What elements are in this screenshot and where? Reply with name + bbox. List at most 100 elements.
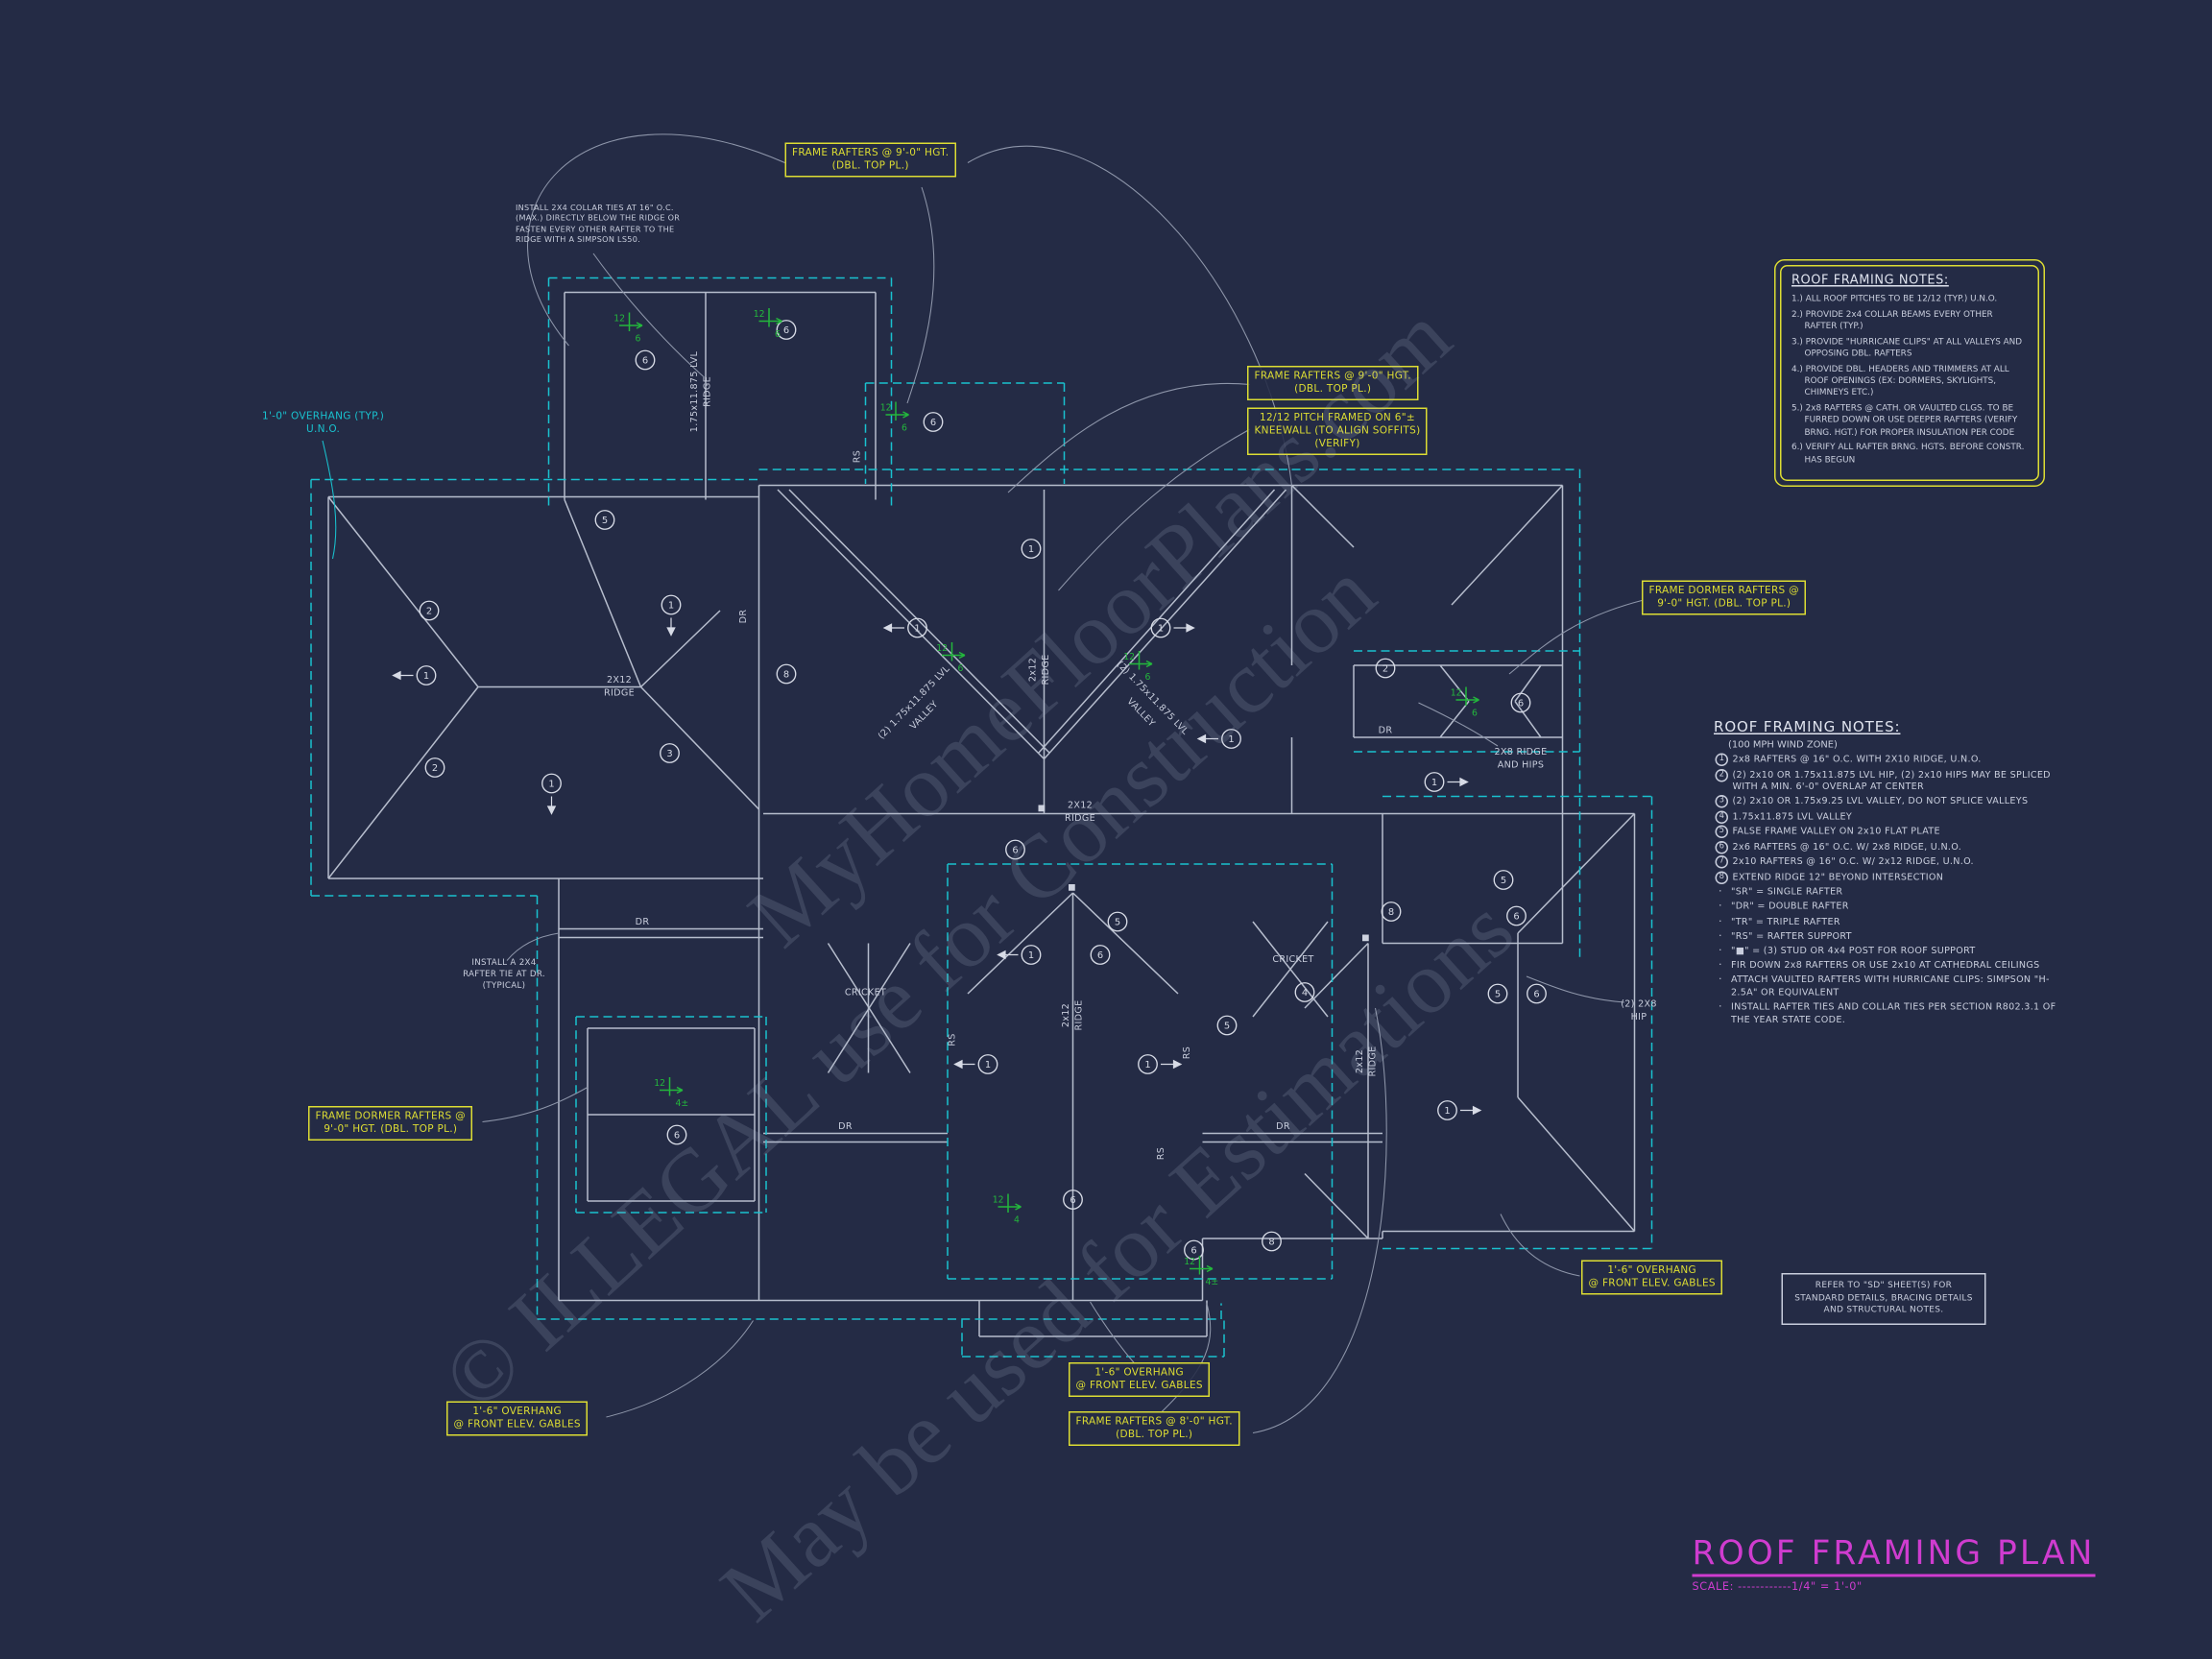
keynote-number: 4	[1715, 810, 1728, 824]
svg-text:6: 6	[902, 423, 907, 434]
svg-text:12: 12	[1123, 652, 1135, 662]
bullet-text: "RS" = RAFTER SUPPORT	[1731, 929, 1852, 942]
rafter-direction-arrow	[882, 623, 904, 633]
note-line: (MAX.) DIRECTLY BELOW THE RIDGE OR	[516, 214, 681, 224]
svg-text:1: 1	[668, 600, 674, 611]
drawing-label: RS	[948, 1033, 958, 1046]
keynote-circle: 8	[1381, 902, 1402, 922]
pitch-marker: 124±	[1184, 1256, 1218, 1287]
callout-overhang-left: 1'-6" OVERHANG @ FRONT ELEV. GABLES	[446, 1401, 589, 1436]
svg-text:2: 2	[432, 763, 438, 774]
svg-text:8: 8	[1268, 1237, 1274, 1247]
notes-list-item: · ATTACH VAULTED RAFTERS WITH HURRICANE …	[1714, 974, 2059, 998]
svg-text:12: 12	[754, 309, 765, 320]
callout-line: 9'-0" HGT. (DBL. TOP PL.)	[1657, 597, 1791, 610]
drawing-label: DR	[838, 1121, 853, 1132]
keynote-circle: 1	[997, 945, 1042, 965]
keynote-text: (2) 2x10 OR 1.75x9.25 LVL VALLEY, DO NOT…	[1732, 795, 2029, 807]
title-block: ROOF FRAMING PLAN SCALE: ------------1/4…	[1692, 1535, 2096, 1593]
keynote-circle: 1	[953, 1054, 998, 1074]
bullet-text: ATTACH VAULTED RAFTERS WITH HURRICANE CL…	[1731, 974, 2050, 998]
callout-line: @ FRONT ELEV. GABLES	[1588, 1277, 1716, 1289]
svg-text:3: 3	[666, 749, 672, 759]
notes-list-item: 2 (2) 2x10 OR 1.75x11.875 LVL HIP, (2) 2…	[1714, 768, 2059, 793]
svg-text:12: 12	[936, 643, 948, 654]
keynote-number: 6	[1715, 840, 1728, 854]
keynote-circle: 6	[1005, 839, 1025, 860]
svg-text:1: 1	[548, 779, 554, 789]
drawing-label: RIDGE	[703, 376, 713, 407]
drawing-label: DR	[1379, 726, 1393, 736]
keynote-circle: 6	[635, 349, 656, 371]
keynote-circle: 5	[594, 510, 615, 530]
drawing-label: 1.75x11.875 LVL	[689, 350, 700, 432]
keynote-circle: 1	[392, 665, 437, 685]
notes-list-item: · "DR" = DOUBLE RAFTER	[1714, 901, 2059, 913]
svg-text:1: 1	[1144, 1060, 1150, 1070]
notes-list-item: 8 EXTEND RIDGE 12" BEYOND INTERSECTION	[1714, 871, 2059, 884]
drawing-label: CRICKET	[845, 988, 886, 998]
svg-text:6: 6	[1097, 950, 1103, 961]
rafter-direction-arrow	[997, 950, 1019, 960]
pitch-marker: 126	[880, 401, 909, 434]
svg-text:8: 8	[783, 669, 789, 680]
bullet-dot: ·	[1719, 885, 1722, 898]
callout-line: 9'-0" HGT. (DBL. TOP PL.)	[324, 1123, 458, 1136]
callout-line: FRAME RAFTERS @ 8'-0" HGT.	[1075, 1415, 1233, 1428]
notes-list-item: · INSTALL RAFTER TIES AND COLLAR TIES PE…	[1714, 1000, 2059, 1025]
pitch-marker: 126	[1451, 686, 1479, 719]
roof-framing-notes-box: ROOF FRAMING NOTES: 1.) ALL ROOF PITCHES…	[1774, 259, 2045, 488]
keynote-circle: 1	[882, 617, 927, 638]
keynote-circle: 6	[1506, 905, 1527, 926]
keynote-circle: 1	[1424, 772, 1469, 792]
svg-text:5: 5	[1224, 1021, 1230, 1031]
pitch-marker: 124±	[654, 1077, 688, 1109]
notes-box-item: 6.) VERIFY ALL RAFTER BRNG. HGTS. BEFORE…	[1791, 444, 2025, 466]
notes-list-item: 6 2x6 RAFTERS @ 16" O.C. W/ 2x8 RIDGE, U…	[1714, 840, 2059, 854]
notes-box-item: 1.) ALL ROOF PITCHES TO BE 12/12 (TYP.) …	[1791, 295, 1998, 304]
callout-line: KNEEWALL (TO ALIGN SOFFITS)	[1254, 424, 1421, 437]
callout-line: 1'-6" OVERHANG	[1094, 1366, 1184, 1379]
keynote-circle: 6	[1184, 1239, 1204, 1261]
bullet-dot: ·	[1719, 958, 1722, 971]
notes-list-item: 5 FALSE FRAME VALLEY ON 2x10 FLAT PLATE	[1714, 825, 2059, 839]
keynote-circle: 5	[1493, 870, 1514, 890]
svg-text:12: 12	[993, 1195, 1004, 1206]
drawing-label: RIDGE	[1041, 655, 1051, 685]
callout-pitch-kneewall: 12/12 PITCH FRAMED ON 6"± KNEEWALL (TO A…	[1247, 407, 1428, 456]
note-line: FASTEN EVERY OTHER RAFTER TO THE	[516, 225, 675, 234]
drawing-label: (2) 2X8	[1621, 999, 1657, 1010]
keynote-circle: 5	[1107, 911, 1128, 932]
drawing-label: HIP	[1631, 1012, 1647, 1022]
bullet-text: "■" = (3) STUD OR 4x4 POST FOR ROOF SUPP…	[1731, 944, 1976, 956]
rafter-direction-arrow	[1460, 1105, 1482, 1116]
drawing-label: 2X8 RIDGE	[1495, 747, 1548, 757]
keynote-number: 2	[1715, 768, 1728, 781]
callout-line: FRAME RAFTERS @ 9'-0" HGT.	[792, 147, 950, 158]
pitch-marker: 126	[936, 642, 966, 674]
svg-text:6: 6	[1472, 709, 1478, 719]
roof-plan-walls	[327, 291, 1636, 1337]
callout-line: @ FRONT ELEV. GABLES	[1075, 1380, 1203, 1392]
keynote-number: 8	[1715, 871, 1728, 884]
notes-list-item: 3 (2) 2x10 OR 1.75x9.25 LVL VALLEY, DO N…	[1714, 795, 2059, 808]
pitch-marker: 126	[1123, 651, 1153, 683]
callout-line: U.N.O.	[305, 423, 341, 436]
bullet-text: "DR" = DOUBLE RAFTER	[1731, 901, 1849, 913]
note-line: RAFTER TIE AT DR.	[463, 970, 545, 979]
pitch-marker: 126	[754, 308, 782, 340]
keynote-circle: 1	[541, 773, 562, 815]
keynote-circle: 2	[1375, 658, 1396, 679]
bullet-dot: ·	[1719, 929, 1722, 942]
notes-list-item: · "■" = (3) STUD OR 4x4 POST FOR ROOF SU…	[1714, 945, 2059, 957]
keynote-circle: 4	[1294, 982, 1315, 1002]
keynote-circle: 6	[1090, 945, 1111, 965]
notes-list-subtitle: (100 MPH WIND ZONE)	[1728, 738, 1838, 751]
notes-box-title: ROOF FRAMING NOTES:	[1791, 274, 1949, 288]
keynote-circle: 1	[1196, 729, 1241, 749]
overhang-lines	[310, 276, 1653, 1358]
svg-text:5: 5	[1501, 876, 1506, 886]
callout-line: (DBL. TOP PL.)	[1116, 1429, 1193, 1441]
note-rafter-tie: INSTALL A 2X4 RAFTER TIE AT DR. (TYPICAL…	[446, 959, 562, 993]
rafter-direction-arrow	[392, 670, 414, 681]
